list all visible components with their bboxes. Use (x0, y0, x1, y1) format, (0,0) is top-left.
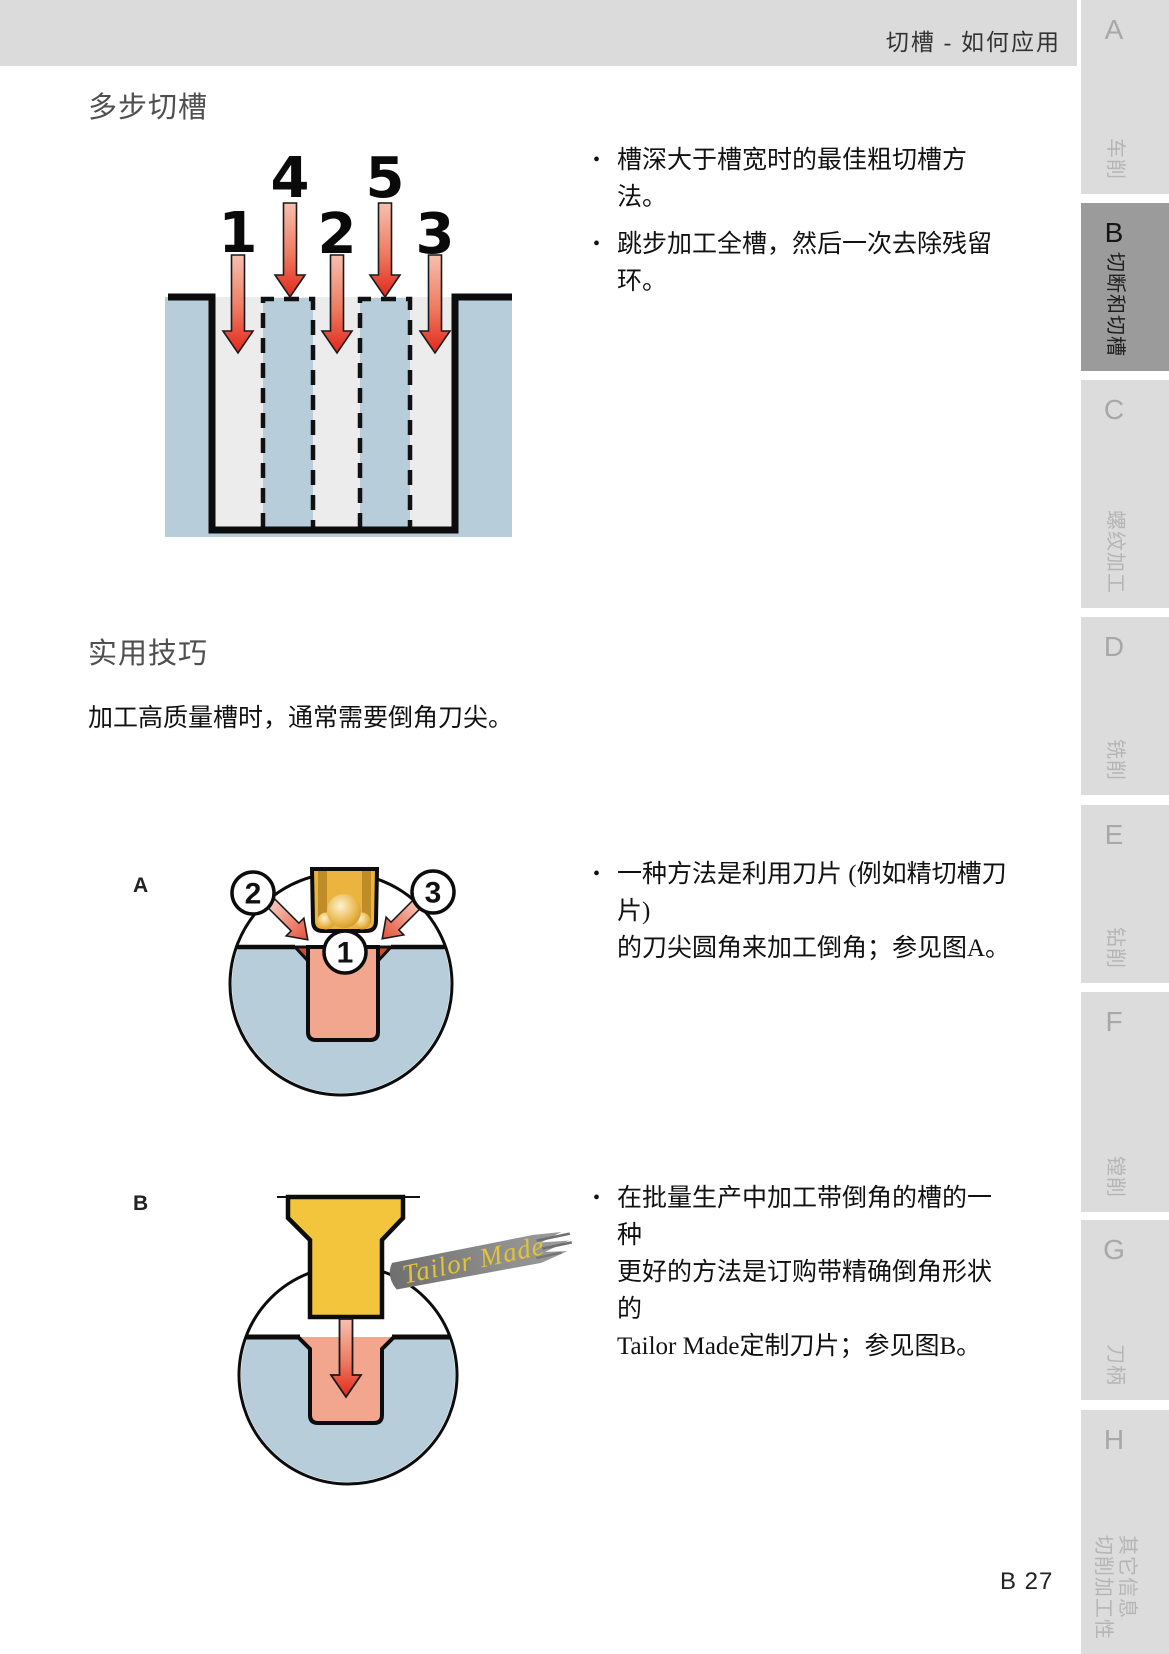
callout-circle-1 (322, 929, 368, 975)
figure-b-diagram: Tailor Made (237, 1194, 572, 1486)
section-tab-sidebar: A 车削 B 切断和切槽 C 螺纹加工 D 铣削 E 钻削 F 镗削 G 刀柄 … (1081, 0, 1169, 1654)
section-title-practical-tips: 实用技巧 (88, 638, 209, 670)
residual-ring-1-outline (260, 296, 316, 528)
bullet-line: Tailor Made定制刀片；参见图B。 (617, 1333, 982, 1360)
multi-step-grooving-diagram: 1 2 3 4 5 (165, 146, 512, 537)
tab-letter: F (1105, 1006, 1123, 1037)
bullet-icon: • (593, 1187, 601, 1209)
figure-a-bullet-list: • 一种方法是利用刀片 (例如精切槽刀片) 的刀尖圆角来加工倒角；参见图A。 (593, 856, 1013, 977)
brush-streak (542, 1241, 572, 1250)
tab-label: 刀柄 (1104, 1344, 1126, 1386)
tab-letter: D (1103, 631, 1125, 662)
callout-number-3: 3 (425, 877, 442, 910)
sidebar-tab-e-drilling[interactable]: E 钻削 (1081, 805, 1169, 983)
figure-a-label: A (133, 874, 149, 897)
step-number-5: 5 (366, 146, 405, 211)
feed-arrow-icon (329, 1318, 363, 1399)
tab-label: 切削加工性 其它信息 (1091, 1535, 1139, 1640)
figure-a-diagram: 2 3 1 (228, 867, 456, 1097)
sidebar-tab-d-milling[interactable]: D 铣削 (1081, 617, 1169, 795)
tab-label: 车削 (1104, 138, 1126, 180)
bullet-icon: • (593, 233, 601, 255)
chamfered-groove-outline (296, 1335, 396, 1425)
tab-letter: E (1104, 819, 1124, 850)
multi-step-bullet-list: • 槽深大于槽宽时的最佳粗切槽方法。 • 跳步加工全槽，然后一次去除残留环。 (593, 142, 1013, 310)
insert-facet (318, 871, 327, 923)
step-arrow-4-icon (273, 202, 307, 299)
tailor-made-text: Tailor Made (400, 1230, 547, 1289)
tab-label: 螺纹加工 (1104, 510, 1126, 594)
callout-arrow-3-icon (381, 896, 425, 940)
step-number-4: 4 (271, 146, 310, 211)
step-arrow-1-icon (221, 254, 255, 355)
bullet-text: 跳步加工全槽，然后一次去除残留环。 (617, 231, 993, 295)
page-title: 切槽 - 如何应用 (885, 30, 1061, 55)
sidebar-tab-a-turning[interactable]: A 车削 (1081, 0, 1169, 194)
tips-intro-text: 加工高质量槽时，通常需要倒角刀尖。 (88, 705, 514, 732)
tab-label: 铣削 (1104, 739, 1126, 781)
step-number-3: 3 (416, 202, 455, 267)
step-number-2: 2 (318, 202, 357, 267)
list-item: • 在批量生产中加工带倒角的槽的一种 更好的方法是订购带精确倒角形状的 Tail… (593, 1180, 1013, 1365)
brush-streak (535, 1251, 562, 1260)
brush-streak (536, 1232, 571, 1242)
brush-stroke (389, 1232, 570, 1290)
figure-b-bullet-list: • 在批量生产中加工带倒角的槽的一种 更好的方法是订购带精确倒角形状的 Tail… (593, 1180, 1013, 1375)
step-arrow-5-icon (368, 202, 402, 299)
callout-number-2: 2 (245, 878, 262, 911)
bullet-line: 更好的方法是订购带精确倒角形状的 (617, 1259, 993, 1323)
machined-groove (306, 945, 380, 1042)
callout-circle-2 (230, 870, 276, 916)
bullet-text: 在批量生产中加工带倒角的槽的一种 更好的方法是订购带精确倒角形状的 Tailor… (617, 1180, 1013, 1365)
bullet-line: 一种方法是利用刀片 (例如精切槽刀片) (617, 861, 1007, 925)
step-arrow-3-icon (418, 254, 452, 355)
insert-nose-radius (327, 894, 361, 928)
residual-ring-2 (360, 298, 410, 528)
callout-circle-3 (410, 869, 456, 915)
tailor-made-stamp: Tailor Made (389, 1230, 572, 1290)
bullet-text: 一种方法是利用刀片 (例如精切槽刀片) 的刀尖圆角来加工倒角；参见图A。 (617, 856, 1013, 967)
tab-letter: H (1103, 1424, 1125, 1455)
sidebar-tab-g-tooling[interactable]: G 刀柄 (1081, 1220, 1169, 1400)
bullet-icon: • (593, 863, 601, 885)
page-number: B 27 (1000, 1568, 1054, 1595)
tab-label: 钻削 (1104, 927, 1126, 969)
header-bar: 切槽 - 如何应用 (0, 0, 1077, 66)
residual-ring-1 (263, 298, 313, 528)
tab-label-line: 切削加工性 (1092, 1535, 1114, 1640)
step-number-1: 1 (219, 201, 258, 266)
step-arrow-2-icon (320, 254, 354, 355)
callout-number-1: 1 (337, 937, 354, 970)
bullet-icon: • (593, 149, 601, 171)
bullet-text: 槽深大于槽宽时的最佳粗切槽方法。 (617, 147, 968, 211)
tab-letter: B (1104, 217, 1124, 248)
tab-letter: G (1103, 1234, 1125, 1265)
figure-b-label: B (133, 1192, 149, 1215)
bullet-line: 在批量生产中加工带倒角的槽的一种 (617, 1185, 993, 1249)
list-item: • 跳步加工全槽，然后一次去除残留环。 (593, 226, 1013, 300)
tab-letter: A (1104, 14, 1124, 45)
sidebar-tab-f-boring[interactable]: F 镗削 (1081, 992, 1169, 1212)
callout-arrow-2-icon (265, 897, 309, 941)
tab-label: 切断和切槽 (1104, 252, 1126, 357)
sidebar-tab-c-threading[interactable]: C 螺纹加工 (1081, 380, 1169, 608)
tab-letter: C (1103, 394, 1125, 425)
insert-facet (362, 871, 371, 923)
bullet-line: 的刀尖圆角来加工倒角；参见图A。 (617, 935, 1011, 962)
list-item: • 槽深大于槽宽时的最佳粗切槽方法。 (593, 142, 1013, 216)
groove-outline (168, 293, 512, 534)
sidebar-tab-h-other-info[interactable]: H 切削加工性 其它信息 (1081, 1410, 1169, 1654)
tab-label-line: 其它信息 (1116, 1535, 1138, 1619)
sidebar-tab-b-parting-grooving[interactable]: B 切断和切槽 (1081, 203, 1169, 371)
list-item: • 一种方法是利用刀片 (例如精切槽刀片) 的刀尖圆角来加工倒角；参见图A。 (593, 856, 1013, 967)
tab-label: 镗削 (1104, 1156, 1126, 1198)
tailor-made-insert (285, 1194, 406, 1320)
residual-ring-2-outline (357, 296, 413, 528)
section-title-multi-step-grooving: 多步切槽 (88, 92, 209, 124)
